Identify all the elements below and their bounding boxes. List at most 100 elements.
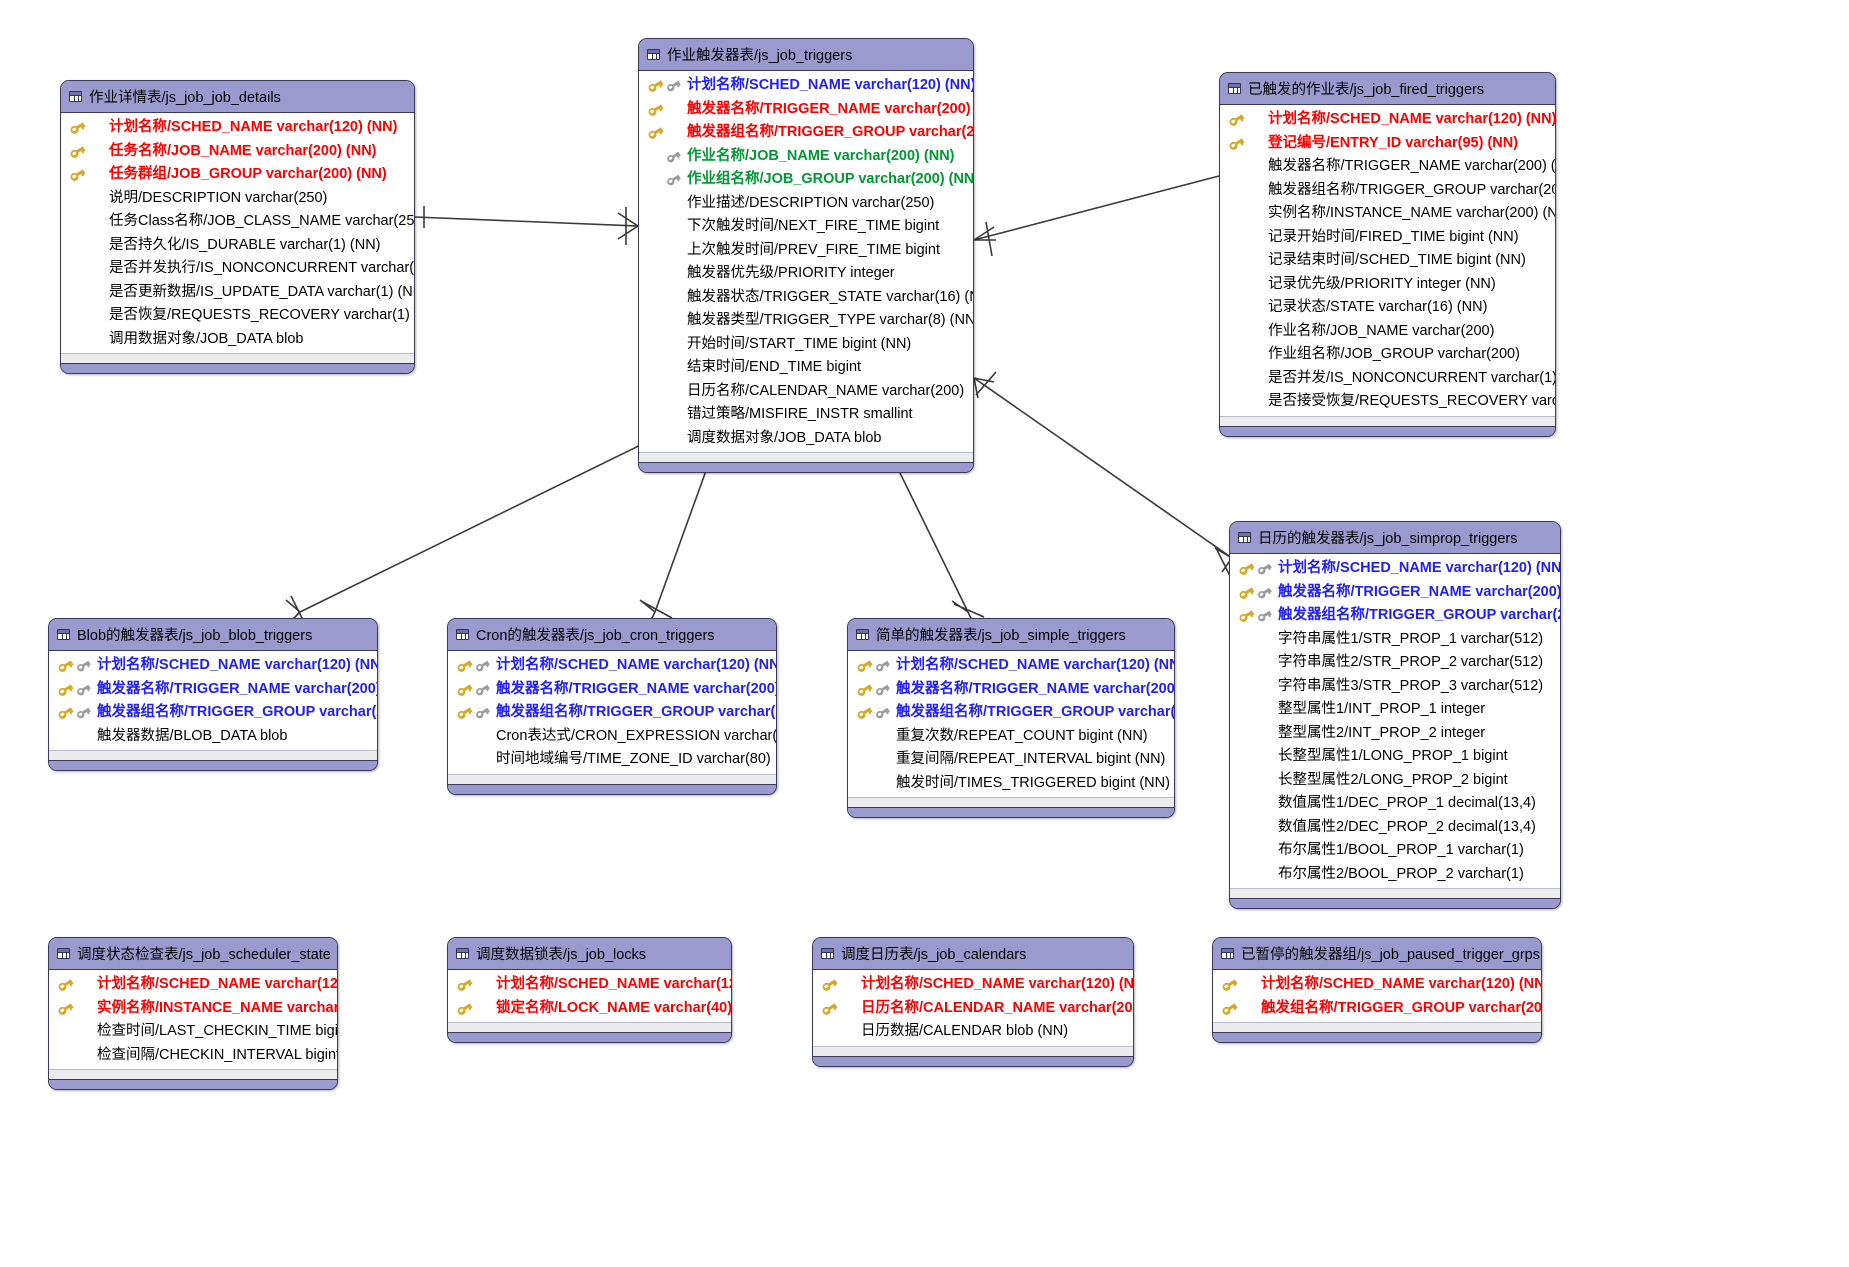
field-row[interactable]: 触发器优先级/PRIORITY integer: [639, 262, 973, 286]
field-row[interactable]: 字符串属性1/STR_PROP_1 varchar(512): [1230, 628, 1560, 652]
field-label: 计划名称/SCHED_NAME varchar(120) (NN): [687, 77, 974, 93]
field-row[interactable]: 是否恢复/REQUESTS_RECOVERY varchar(1) (NN): [61, 304, 414, 328]
field-row[interactable]: 触发器组名称/TRIGGER_GROUP varchar(200) (NN): [49, 701, 377, 725]
field-row[interactable]: 计划名称/SCHED_NAME varchar(120) (NN): [49, 654, 377, 678]
field-row[interactable]: 计划名称/SCHED_NAME varchar(120) (NN): [448, 654, 776, 678]
fk-key-slot: [665, 359, 683, 376]
field-row[interactable]: 数值属性2/DEC_PROP_2 decimal(13,4): [1230, 816, 1560, 840]
field-row[interactable]: 记录优先级/PRIORITY integer (NN): [1220, 273, 1555, 297]
field-row[interactable]: 触发器组名称/TRIGGER_GROUP varchar(200) (NN): [639, 121, 973, 145]
field-row[interactable]: 时间地域编号/TIME_ZONE_ID varchar(80): [448, 748, 776, 772]
field-row[interactable]: 日历名称/CALENDAR_NAME varchar(200) (NN): [813, 997, 1133, 1021]
field-row[interactable]: 计划名称/SCHED_NAME varchar(120) (NN): [49, 973, 337, 997]
field-row[interactable]: 触发器组名称/TRIGGER_GROUP varchar(200) (NN): [1230, 604, 1560, 628]
field-row[interactable]: 长整型属性1/LONG_PROP_1 bigint: [1230, 745, 1560, 769]
fk-key-slot: [87, 166, 105, 183]
field-row[interactable]: 登记编号/ENTRY_ID varchar(95) (NN): [1220, 132, 1555, 156]
field-row[interactable]: 作业名称/JOB_NAME varchar(200) (NN): [639, 145, 973, 169]
field-row[interactable]: 任务群组/JOB_GROUP varchar(200) (NN): [61, 163, 414, 187]
field-row[interactable]: 是否并发/IS_NONCONCURRENT varchar(1): [1220, 367, 1555, 391]
field-row[interactable]: 实例名称/INSTANCE_NAME varchar(200) (NN): [49, 997, 337, 1021]
field-row[interactable]: 记录状态/STATE varchar(16) (NN): [1220, 296, 1555, 320]
primary-key-icon: [56, 657, 75, 675]
field-row[interactable]: 重复次数/REPEAT_COUNT bigint (NN): [848, 725, 1174, 749]
field-row[interactable]: 字符串属性3/STR_PROP_3 varchar(512): [1230, 675, 1560, 699]
field-row[interactable]: 错过策略/MISFIRE_INSTR smallint: [639, 403, 973, 427]
entity-footer-bar: [448, 783, 776, 794]
field-row[interactable]: Cron表达式/CRON_EXPRESSION varchar(120) (NN…: [448, 725, 776, 749]
field-row[interactable]: 触发器名称/TRIGGER_NAME varchar(200) (NN): [848, 678, 1174, 702]
field-row[interactable]: 触发器名称/TRIGGER_NAME varchar(200) (NN): [49, 678, 377, 702]
entity-fields-scheduler_state: 计划名称/SCHED_NAME varchar(120) (NN)实例名称/IN…: [49, 970, 337, 1069]
field-row[interactable]: 整型属性2/INT_PROP_2 integer: [1230, 722, 1560, 746]
fk-key-slot: [87, 190, 105, 207]
field-row[interactable]: 上次触发时间/PREV_FIRE_TIME bigint: [639, 239, 973, 263]
field-row[interactable]: 开始时间/START_TIME bigint (NN): [639, 333, 973, 357]
field-row[interactable]: 触发器名称/TRIGGER_NAME varchar(200) (NN): [1220, 155, 1555, 179]
field-row[interactable]: 任务Class名称/JOB_CLASS_NAME varchar(250) (N…: [61, 210, 414, 234]
field-row[interactable]: 是否更新数据/IS_UPDATE_DATA varchar(1) (NN): [61, 281, 414, 305]
field-row[interactable]: 触发器类型/TRIGGER_TYPE varchar(8) (NN): [639, 309, 973, 333]
field-row[interactable]: 调用数据对象/JOB_DATA blob: [61, 328, 414, 352]
field-row[interactable]: 触发器数据/BLOB_DATA blob: [49, 725, 377, 749]
field-row[interactable]: 计划名称/SCHED_NAME varchar(120) (NN): [61, 116, 414, 140]
field-row[interactable]: 重复间隔/REPEAT_INTERVAL bigint (NN): [848, 748, 1174, 772]
field-row[interactable]: 触发器组名称/TRIGGER_GROUP varchar(200) (NN): [848, 701, 1174, 725]
field-row[interactable]: 触发器组名称/TRIGGER_GROUP varchar(200) (NN): [448, 701, 776, 725]
field-row[interactable]: 作业组名称/JOB_GROUP varchar(200) (NN): [639, 168, 973, 192]
field-row[interactable]: 任务名称/JOB_NAME varchar(200) (NN): [61, 140, 414, 164]
field-row[interactable]: 日历数据/CALENDAR blob (NN): [813, 1020, 1133, 1044]
field-row[interactable]: 布尔属性2/BOOL_PROP_2 varchar(1): [1230, 863, 1560, 887]
field-row[interactable]: 计划名称/SCHED_NAME varchar(120) (NN): [813, 973, 1133, 997]
field-row[interactable]: 日历名称/CALENDAR_NAME varchar(200): [639, 380, 973, 404]
field-row[interactable]: 是否持久化/IS_DURABLE varchar(1) (NN): [61, 234, 414, 258]
field-row[interactable]: 是否接受恢复/REQUESTS_RECOVERY varchar(1): [1220, 390, 1555, 414]
field-row[interactable]: 实例名称/INSTANCE_NAME varchar(200) (NN): [1220, 202, 1555, 226]
field-row[interactable]: 计划名称/SCHED_NAME varchar(120) (NN): [1230, 557, 1560, 581]
field-row[interactable]: 字符串属性2/STR_PROP_2 varchar(512): [1230, 651, 1560, 675]
field-row[interactable]: 调度数据对象/JOB_DATA blob: [639, 427, 973, 451]
field-row[interactable]: 作业组名称/JOB_GROUP varchar(200): [1220, 343, 1555, 367]
field-row[interactable]: 计划名称/SCHED_NAME varchar(120) (NN): [848, 654, 1174, 678]
field-row[interactable]: 触发器状态/TRIGGER_STATE varchar(16) (NN): [639, 286, 973, 310]
field-row[interactable]: 布尔属性1/BOOL_PROP_1 varchar(1): [1230, 839, 1560, 863]
field-label: 是否恢复/REQUESTS_RECOVERY varchar(1) (NN): [109, 307, 415, 323]
field-row[interactable]: 下次触发时间/NEXT_FIRE_TIME bigint: [639, 215, 973, 239]
field-row[interactable]: 计划名称/SCHED_NAME varchar(120) (NN): [639, 74, 973, 98]
field-row[interactable]: 触发时间/TIMES_TRIGGERED bigint (NN): [848, 772, 1174, 796]
field-row[interactable]: 记录开始时间/FIRED_TIME bigint (NN): [1220, 226, 1555, 250]
field-row[interactable]: 数值属性1/DEC_PROP_1 decimal(13,4): [1230, 792, 1560, 816]
field-row[interactable]: 检查时间/LAST_CHECKIN_TIME bigint (NN): [49, 1020, 337, 1044]
field-row[interactable]: 计划名称/SCHED_NAME varchar(120) (NN): [1213, 973, 1541, 997]
field-row[interactable]: 作业名称/JOB_NAME varchar(200): [1220, 320, 1555, 344]
field-row[interactable]: 检查间隔/CHECKIN_INTERVAL bigint (NN): [49, 1044, 337, 1068]
field-row[interactable]: 记录结束时间/SCHED_TIME bigint (NN): [1220, 249, 1555, 273]
field-row[interactable]: 触发组名称/TRIGGER_GROUP varchar(200) (NN): [1213, 997, 1541, 1021]
field-row[interactable]: 触发器名称/TRIGGER_NAME varchar(200) (NN): [1230, 581, 1560, 605]
field-row[interactable]: 计划名称/SCHED_NAME varchar(120) (NN): [1220, 108, 1555, 132]
field-row[interactable]: 触发器名称/TRIGGER_NAME varchar(200) (NN): [448, 678, 776, 702]
field-label: 触发器组名称/TRIGGER_GROUP varchar(200) (NN): [1278, 607, 1560, 623]
field-row[interactable]: 锁定名称/LOCK_NAME varchar(40) (NN): [448, 997, 731, 1021]
field-row[interactable]: 作业描述/DESCRIPTION varchar(250): [639, 192, 973, 216]
field-row[interactable]: 计划名称/SCHED_NAME varchar(120) (NN): [448, 973, 731, 997]
field-row[interactable]: 整型属性1/INT_PROP_1 integer: [1230, 698, 1560, 722]
field-row[interactable]: 长整型属性2/LONG_PROP_2 bigint: [1230, 769, 1560, 793]
field-label: 长整型属性1/LONG_PROP_1 bigint: [1278, 748, 1508, 764]
field-row[interactable]: 是否并发执行/IS_NONCONCURRENT varchar(1) (NN): [61, 257, 414, 281]
field-row[interactable]: 触发器组名称/TRIGGER_GROUP varchar(200) (NN): [1220, 179, 1555, 203]
field-row[interactable]: 触发器名称/TRIGGER_NAME varchar(200) (NN): [639, 98, 973, 122]
field-row[interactable]: 结束时间/END_TIME bigint: [639, 356, 973, 380]
field-row[interactable]: 说明/DESCRIPTION varchar(250): [61, 187, 414, 211]
